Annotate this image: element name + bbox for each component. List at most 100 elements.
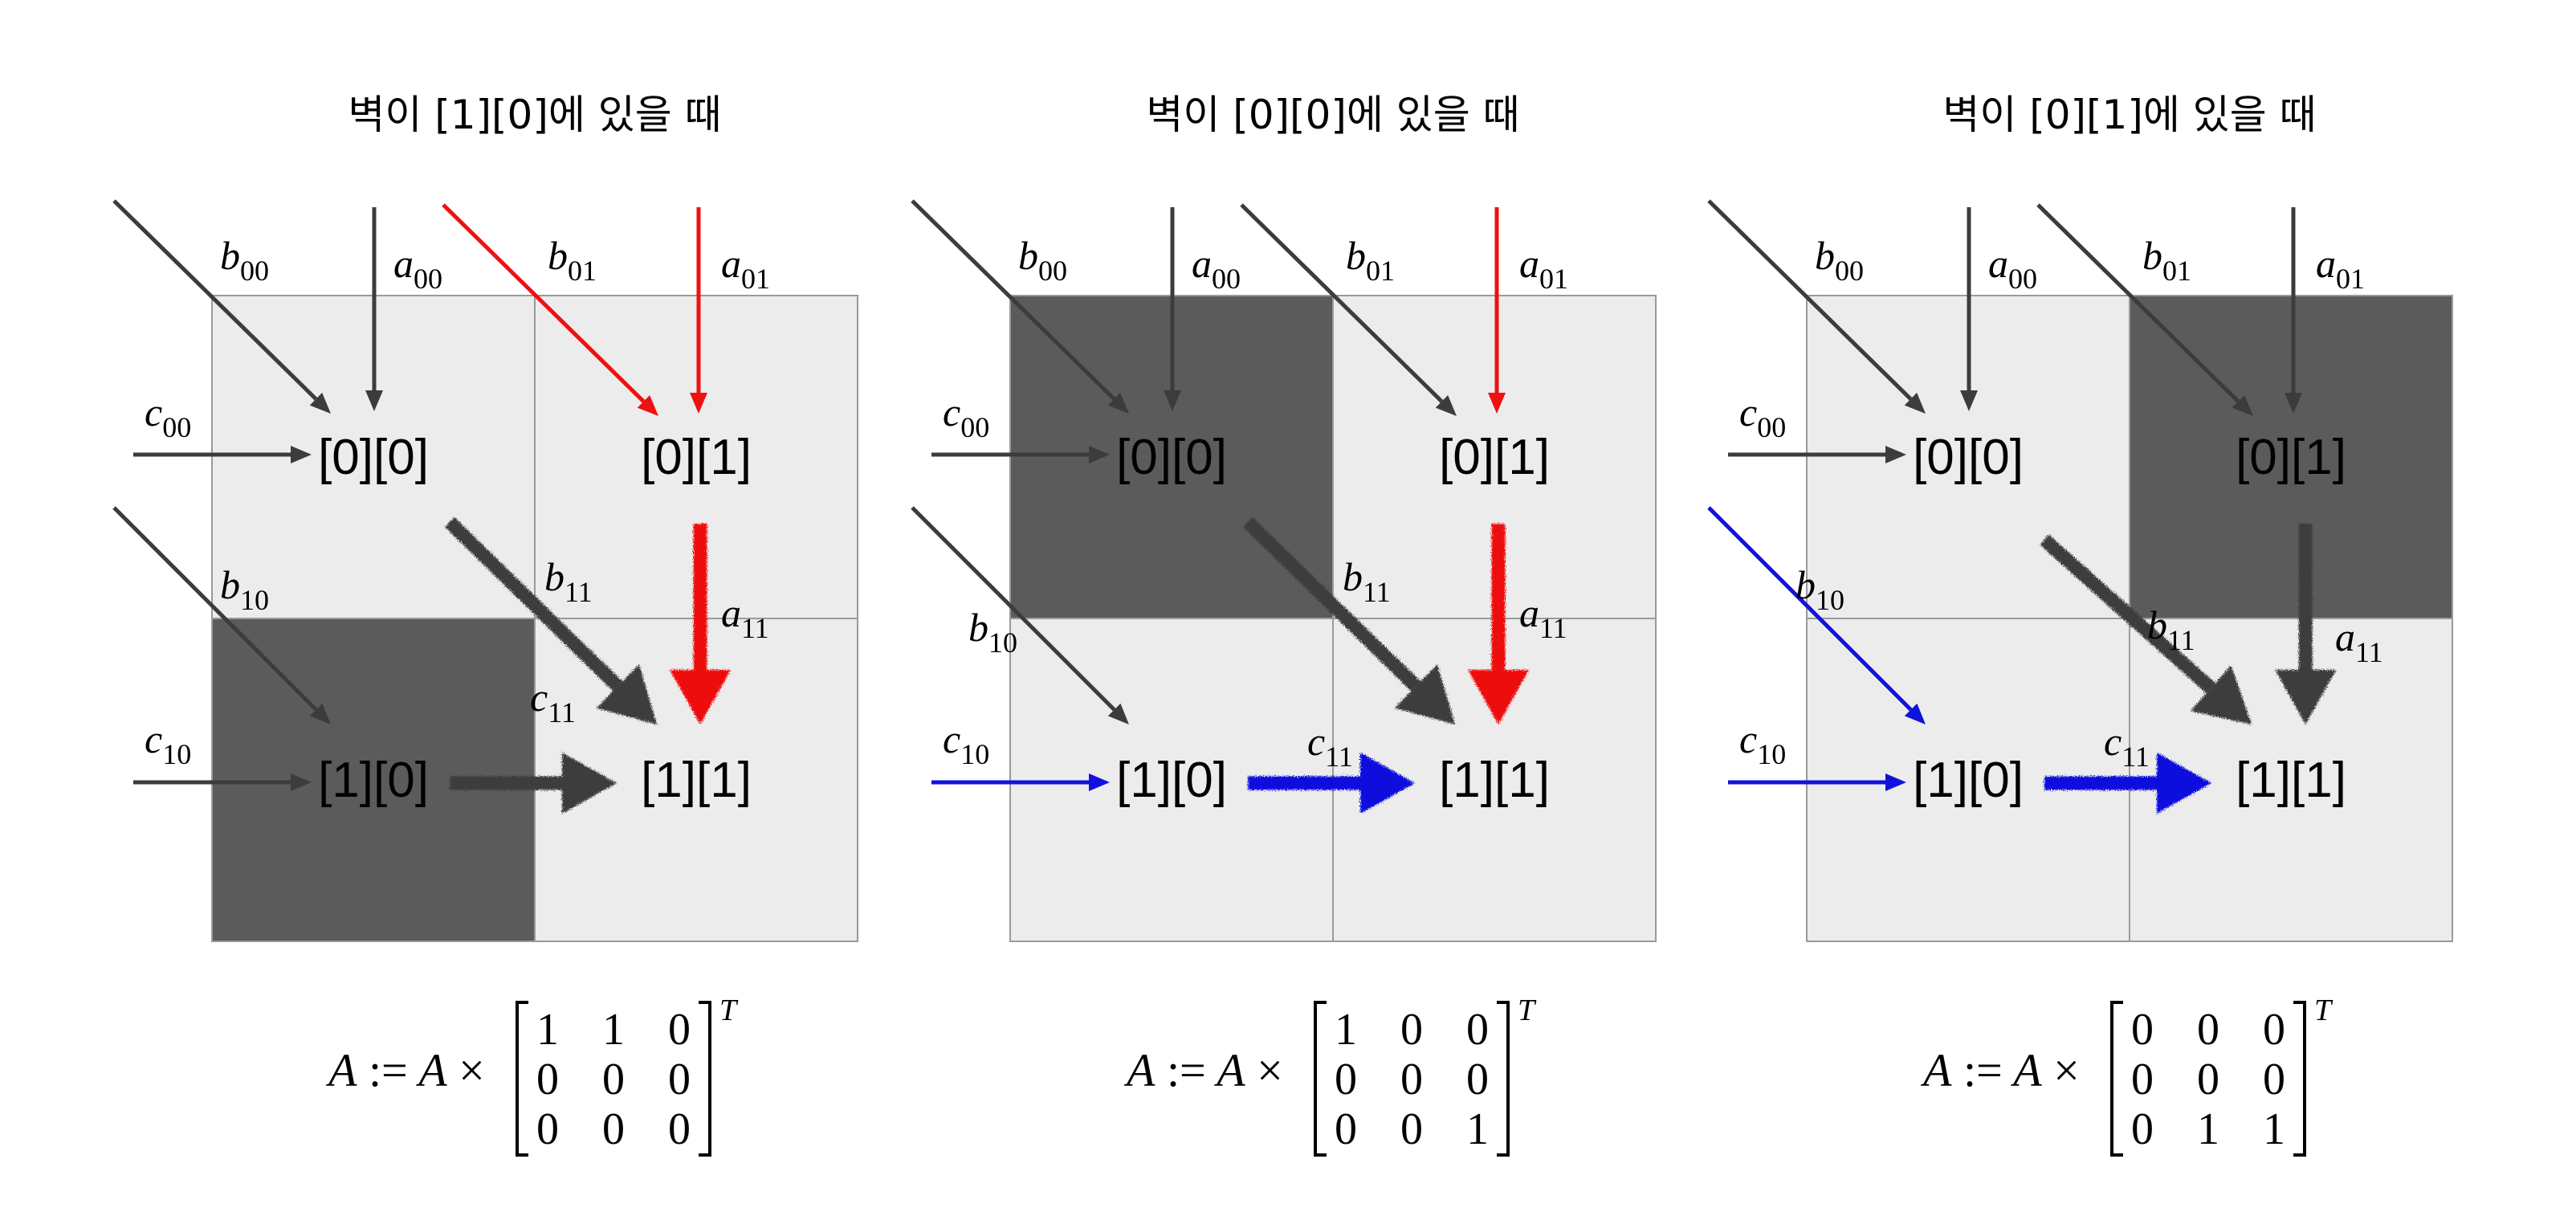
cell-label-11: [1][1] [1439, 753, 1550, 808]
arrow-c00 [133, 446, 312, 463]
cell-label-00: [0][0] [1116, 430, 1227, 485]
matrix-cell-00: 1 [1335, 1005, 1357, 1055]
matrix-cell-12: 0 [1466, 1055, 1489, 1104]
arrow-b10 [112, 506, 331, 724]
matrix-cell-00: 0 [2131, 1005, 2154, 1055]
matrix-cell-10: 0 [2131, 1055, 2154, 1104]
label-a01: a01 [2316, 241, 2365, 295]
label-b10: b10 [968, 605, 1017, 659]
arrow-b00 [1707, 199, 1926, 414]
arrow-b00 [112, 199, 331, 414]
matrix-cell-12: 0 [668, 1055, 691, 1104]
label-a01: a01 [721, 241, 770, 295]
label-a11: a11 [2335, 614, 2383, 668]
arrow-a01 [1488, 207, 1506, 414]
matrix-cell-21: 0 [602, 1104, 625, 1154]
matrix-cell-20: 0 [536, 1104, 559, 1154]
panel-2: 벽이 [0][1]에 있을 때[0][0][0][1][1][0][1][1]b… [1707, 92, 2453, 1157]
arrow-c10 [133, 773, 312, 791]
label-b01: b01 [2142, 233, 2191, 287]
panel-title: 벽이 [0][0]에 있을 때 [1146, 92, 1519, 138]
matrix-transpose: T [719, 994, 739, 1027]
matrix-cell-21: 1 [2197, 1104, 2219, 1154]
arrow-b01 [442, 203, 658, 416]
cell-label-00: [0][0] [318, 430, 429, 485]
arrow-a00 [365, 207, 383, 411]
label-a00: a00 [393, 241, 442, 295]
matrix-cell-11: 0 [602, 1055, 625, 1104]
matrix-cell-12: 0 [2263, 1055, 2285, 1104]
matrix-cell-01: 1 [602, 1005, 625, 1055]
matrix-cell-01: 0 [2197, 1005, 2219, 1055]
matrix-cell-02: 0 [2263, 1005, 2285, 1055]
arrow-c00 [1728, 446, 1906, 463]
panel-title: 벽이 [1][0]에 있을 때 [348, 92, 721, 138]
label-b00: b00 [220, 233, 269, 287]
matrix-cell-22: 1 [2263, 1104, 2285, 1154]
arrow-b10 [911, 506, 1129, 724]
arrow-a01 [690, 207, 707, 414]
arrow-c10 [1728, 773, 1906, 791]
label-c11: c11 [2104, 719, 2150, 773]
arrow-a11 [670, 524, 731, 724]
equation-lhs: A := A × [1920, 1044, 2080, 1096]
equation-lhs: A := A × [1123, 1044, 1283, 1096]
matrix-cell-11: 0 [2197, 1055, 2219, 1104]
equation-lhs: A := A × [325, 1044, 485, 1096]
cell-label-01: [0][1] [1439, 430, 1550, 485]
arrow-b01 [2036, 203, 2253, 416]
label-a11: a11 [1519, 590, 1567, 644]
matrix-cell-22: 0 [668, 1104, 691, 1154]
matrix-cell-00: 1 [536, 1005, 559, 1055]
cell-label-10: [1][0] [1913, 753, 2024, 808]
arrow-b11 [1243, 516, 1455, 724]
label-b11: b11 [1343, 554, 1391, 608]
arrow-a11 [2275, 524, 2337, 724]
arrow-c00 [931, 446, 1110, 463]
matrix-brackets [2110, 1001, 2306, 1157]
label-b00: b00 [1815, 233, 1864, 287]
arrow-a00 [1164, 207, 1181, 411]
matrix-cell-02: 0 [1466, 1005, 1489, 1055]
label-a00: a00 [1192, 241, 1241, 295]
cell-label-11: [1][1] [2236, 753, 2346, 808]
matrix-cell-22: 1 [1466, 1104, 1489, 1154]
cell-label-01: [0][1] [2236, 430, 2346, 485]
panel-1: 벽이 [0][0]에 있을 때 [0][0] [0][1] [1][0] [1][1] b… [911, 92, 1657, 1157]
panel-title: 벽이 [0][1]에 있을 때 [1942, 92, 2316, 138]
matrix-transpose: T [2314, 994, 2333, 1027]
label-a00: a00 [1988, 241, 2037, 295]
label-b10: b10 [1795, 562, 1844, 616]
arrow-b00 [911, 199, 1129, 414]
label-c00: c00 [943, 390, 989, 443]
panels-root: 벽이 [1][0]에 있을 때 [0][0] [0][1] [1][0] [1][1] b… [112, 92, 2453, 1157]
arrow-c11 [2044, 753, 2211, 814]
matrix-cell-20: 0 [2131, 1104, 2154, 1154]
matrix-cell-21: 0 [1400, 1104, 1423, 1154]
label-b10: b10 [220, 562, 269, 616]
matrix-cell-11: 0 [1400, 1055, 1423, 1104]
matrix-cell-02: 0 [668, 1005, 691, 1055]
cell-label-11: [1][1] [641, 753, 752, 808]
label-c00: c00 [1739, 390, 1786, 443]
cell-label-01: [0][1] [641, 430, 752, 485]
matrix-brackets [516, 1001, 711, 1157]
label-c10: c10 [145, 716, 191, 770]
label-b11: b11 [544, 554, 593, 608]
label-c00: c00 [145, 390, 191, 443]
label-c10: c10 [943, 716, 989, 770]
matrix-cell-10: 0 [536, 1055, 559, 1104]
arrow-c11 [450, 753, 617, 814]
label-b11: b11 [2147, 602, 2195, 656]
cell-label-10: [1][0] [1116, 753, 1227, 808]
label-c11: c11 [530, 675, 576, 728]
arrow-b10 [1707, 506, 1926, 724]
arrow-b11 [445, 516, 657, 724]
arrow-b11 [2040, 534, 2252, 724]
label-b01: b01 [548, 233, 597, 287]
arrow-a01 [2285, 207, 2302, 414]
cell-label-10: [1][0] [318, 753, 429, 808]
arrow-a00 [1960, 207, 1978, 411]
label-c11: c11 [1307, 719, 1353, 773]
